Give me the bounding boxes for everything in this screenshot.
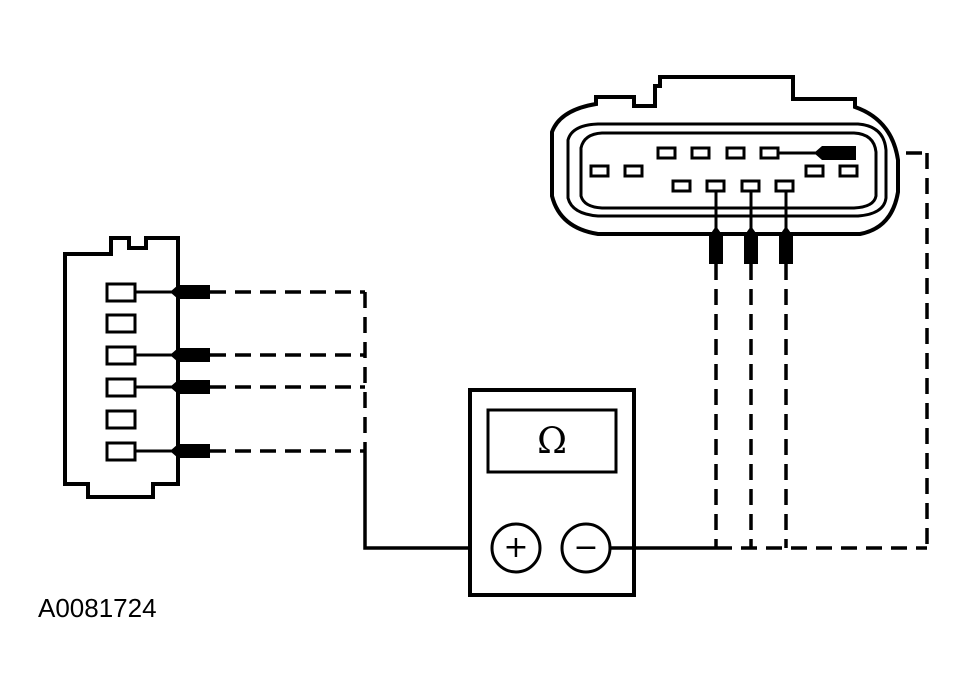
- meter-display-symbol: Ω: [537, 420, 567, 462]
- right-probes: [714, 151, 820, 230]
- positive-terminal: [490, 522, 542, 574]
- test-probe-icon: [170, 285, 210, 458]
- test-probe-icon: [709, 146, 856, 264]
- left-connector-icon: [63, 236, 180, 499]
- right-pin-top-1: [656, 146, 677, 160]
- left-probes: [135, 290, 172, 453]
- right-pin-mid-1: [589, 164, 610, 178]
- right-pin-mid-3: [804, 164, 825, 178]
- positive-terminal-label: +: [503, 530, 529, 565]
- left-pin-2: [105, 313, 137, 334]
- left-pin-5: [105, 409, 137, 430]
- negative-terminal-label: −: [573, 530, 599, 565]
- ohmmeter-icon: [468, 388, 636, 597]
- right-pin-top-3: [725, 146, 746, 160]
- right-pin-mid-4: [838, 164, 859, 178]
- positive-test-lead: [363, 451, 492, 550]
- right-pin-top-2: [690, 146, 711, 160]
- right-pin-mid-2: [623, 164, 644, 178]
- left-dashed-leads: [210, 290, 367, 453]
- right-connector-icon: [550, 75, 900, 236]
- meter-display: [486, 408, 618, 474]
- right-pin-bot-1: [671, 179, 692, 193]
- figure-id: A0081724: [38, 593, 157, 623]
